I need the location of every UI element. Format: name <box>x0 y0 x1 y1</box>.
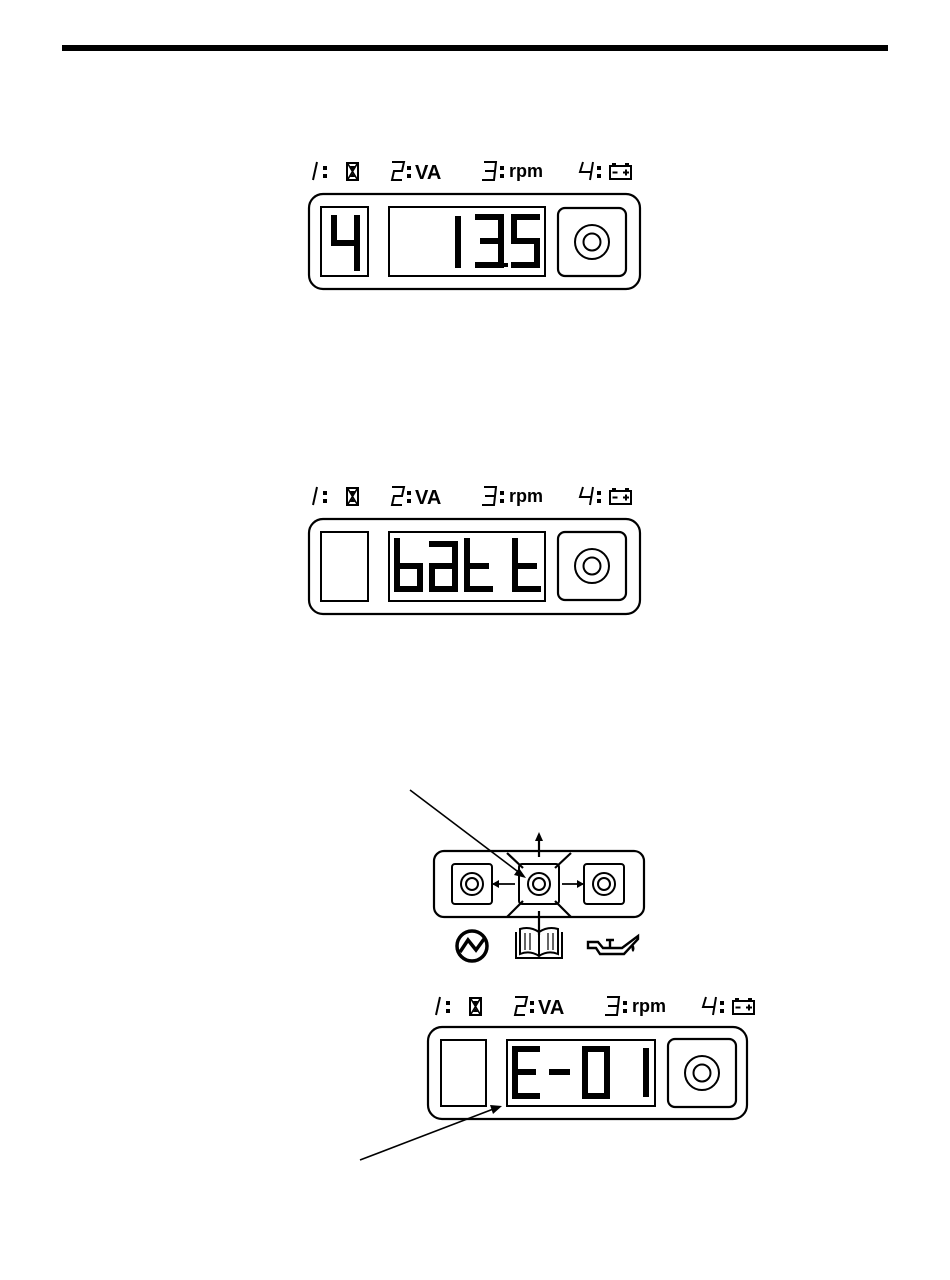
pointer-arrow-bottom <box>360 1108 496 1160</box>
push-button-icon[interactable] <box>558 532 626 600</box>
pointer-arrow-top <box>410 790 521 874</box>
mode-window <box>441 1040 486 1106</box>
mode-digit-4 <box>334 218 357 268</box>
push-button-icon[interactable] <box>668 1039 736 1107</box>
legend-row-2: VA rpm <box>313 486 631 509</box>
char-0 <box>585 1049 607 1096</box>
mode-window <box>321 532 368 601</box>
lamp-center[interactable] <box>519 864 559 904</box>
digit-5 <box>514 217 537 265</box>
oil-can-icon <box>588 936 638 954</box>
display-panel-2 <box>309 519 640 614</box>
legend-rpm-label: rpm <box>509 161 543 181</box>
char-b <box>397 541 420 589</box>
legend-va-label: VA <box>415 487 441 509</box>
lamp-left <box>452 864 492 904</box>
no-power-icon <box>457 931 487 961</box>
pointer-arrowhead-bottom <box>490 1105 502 1114</box>
flash-ray <box>555 853 571 868</box>
push-button-icon[interactable] <box>558 208 626 276</box>
legend-va-label: VA <box>415 162 441 184</box>
digit-3 <box>478 217 501 265</box>
decimal-point <box>504 263 508 267</box>
legend-rpm-label: rpm <box>509 486 543 506</box>
legend-rpm-label: rpm <box>632 996 666 1016</box>
char-a <box>432 544 455 589</box>
header-rule <box>62 45 888 51</box>
legend-row-3: VA rpm <box>436 996 754 1019</box>
warning-lamp-panel <box>434 832 644 935</box>
char-t <box>515 541 538 589</box>
display-panel-3 <box>428 1027 747 1119</box>
char-t <box>467 541 490 589</box>
char-E <box>515 1049 537 1096</box>
legend-va-label: VA <box>538 997 564 1019</box>
display-panel-1 <box>309 194 640 289</box>
lamp-right <box>584 864 624 904</box>
legend-row-1: VA rpm <box>313 161 631 184</box>
manual-book-icon <box>516 928 562 958</box>
flash-ray <box>555 901 571 917</box>
flash-ray <box>507 901 523 917</box>
